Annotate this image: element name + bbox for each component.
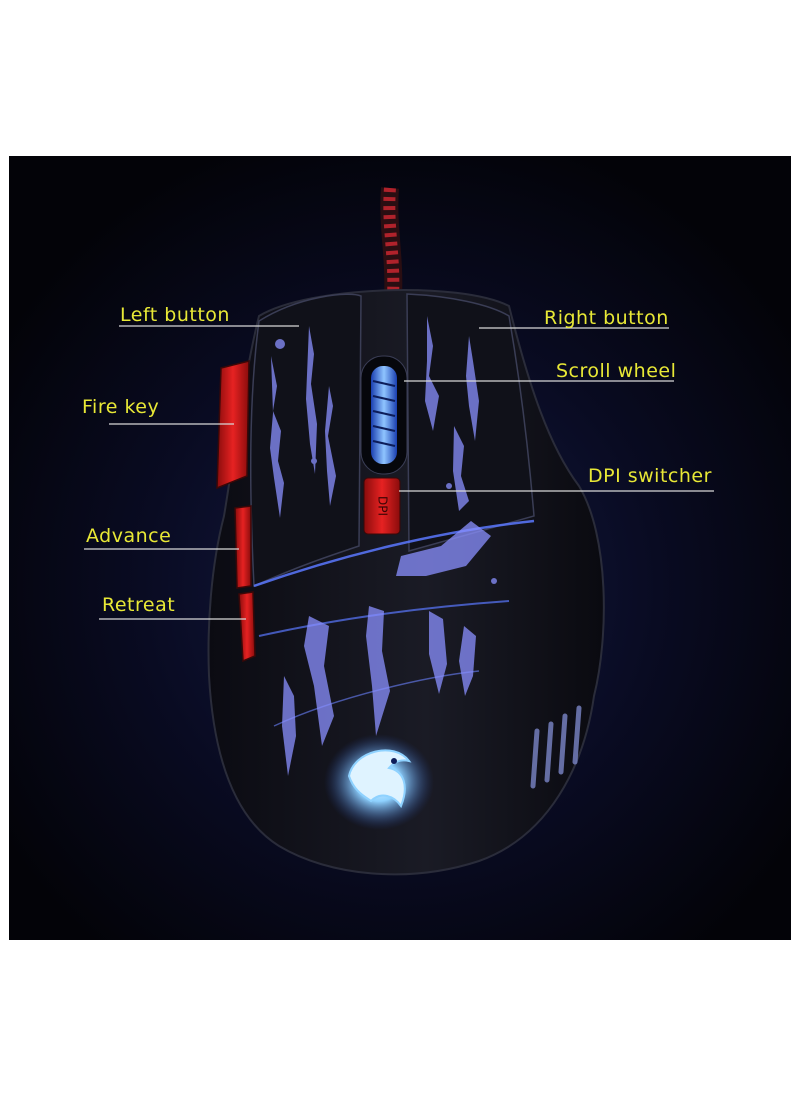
label-fire-key: Fire key: [82, 396, 159, 418]
label-scroll-wheel: Scroll wheel: [556, 360, 676, 382]
scroll-wheel-illustration: [360, 355, 408, 475]
label-dpi-switcher: DPI switcher: [588, 465, 712, 487]
callout-leader-lines: [84, 325, 714, 620]
left-button-shape: [249, 293, 362, 588]
label-advance: Advance: [86, 525, 171, 547]
crackle-led-pattern: [270, 316, 497, 776]
dpi-button-text: DPI: [376, 496, 390, 516]
advance-button-illustration: [234, 505, 252, 589]
mouse-cable: [380, 187, 403, 297]
side-grip-vents: [530, 705, 582, 789]
label-retreat: Retreat: [102, 594, 175, 616]
eagle-logo: [324, 734, 434, 830]
gaming-mouse-photo: DPI Left button Right button Scroll whee…: [9, 156, 791, 940]
right-button-shape: [406, 293, 535, 552]
label-right-button: Right button: [544, 307, 669, 329]
retreat-button-illustration: [238, 591, 256, 663]
label-left-button: Left button: [120, 304, 230, 326]
dpi-button-illustration: DPI: [363, 477, 401, 535]
